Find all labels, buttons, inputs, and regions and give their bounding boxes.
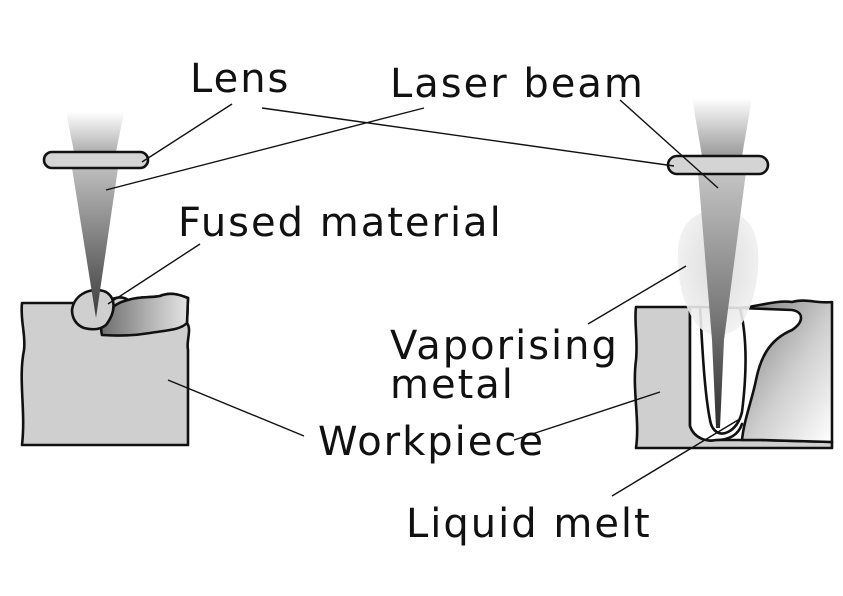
leader-lens-right	[261, 107, 675, 167]
label-lens: Lens	[190, 56, 290, 102]
left-beam-upper	[66, 112, 124, 162]
leader-workpiece-left	[167, 379, 305, 437]
leader-workpiece-right	[513, 391, 661, 441]
label-metal: metal	[390, 362, 515, 408]
right-beam-upper	[692, 98, 752, 156]
right-lens	[666, 154, 770, 176]
fused-material	[99, 292, 190, 337]
leader-vaporising-metal	[587, 265, 687, 325]
leader-laser-beam-right	[619, 99, 719, 189]
right-melt-region	[738, 299, 834, 444]
label-vaporising: Vaporising	[390, 323, 619, 369]
label-fused-material: Fused material	[178, 200, 503, 246]
left-lens	[42, 150, 150, 170]
right-beam-cone	[698, 172, 746, 428]
leader-liquid-melt	[611, 419, 739, 497]
leader-fused-material	[107, 243, 201, 305]
label-laser-beam: Laser beam	[390, 61, 645, 107]
left-beam-cone	[72, 168, 118, 318]
leader-laser-beam-left	[105, 107, 425, 191]
label-workpiece: Workpiece	[318, 419, 545, 465]
leader-lens-left	[141, 103, 233, 163]
label-liquid-melt: Liquid melt	[406, 501, 652, 547]
